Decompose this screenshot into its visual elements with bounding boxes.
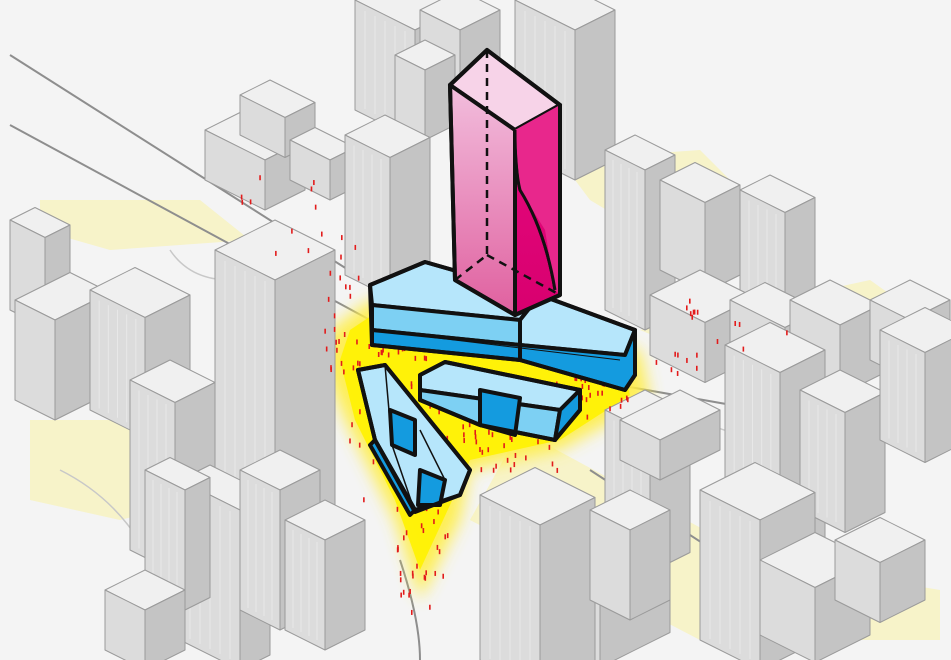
context-building [619,389,721,481]
context-building [394,39,456,141]
context-building [479,467,596,660]
context-building [284,499,366,651]
context-building [834,517,926,623]
context-building [344,114,431,298]
podium-middle-block [418,360,582,442]
context-buildings [9,0,951,660]
podium-lower-block [356,363,472,517]
context-building [589,489,671,621]
context-building [104,569,186,660]
context-building [659,162,741,293]
context-building [879,307,951,463]
road-curve-south [399,559,421,660]
context-building [799,369,886,533]
street-band-northwest [40,200,250,250]
pink-tower [448,48,562,317]
